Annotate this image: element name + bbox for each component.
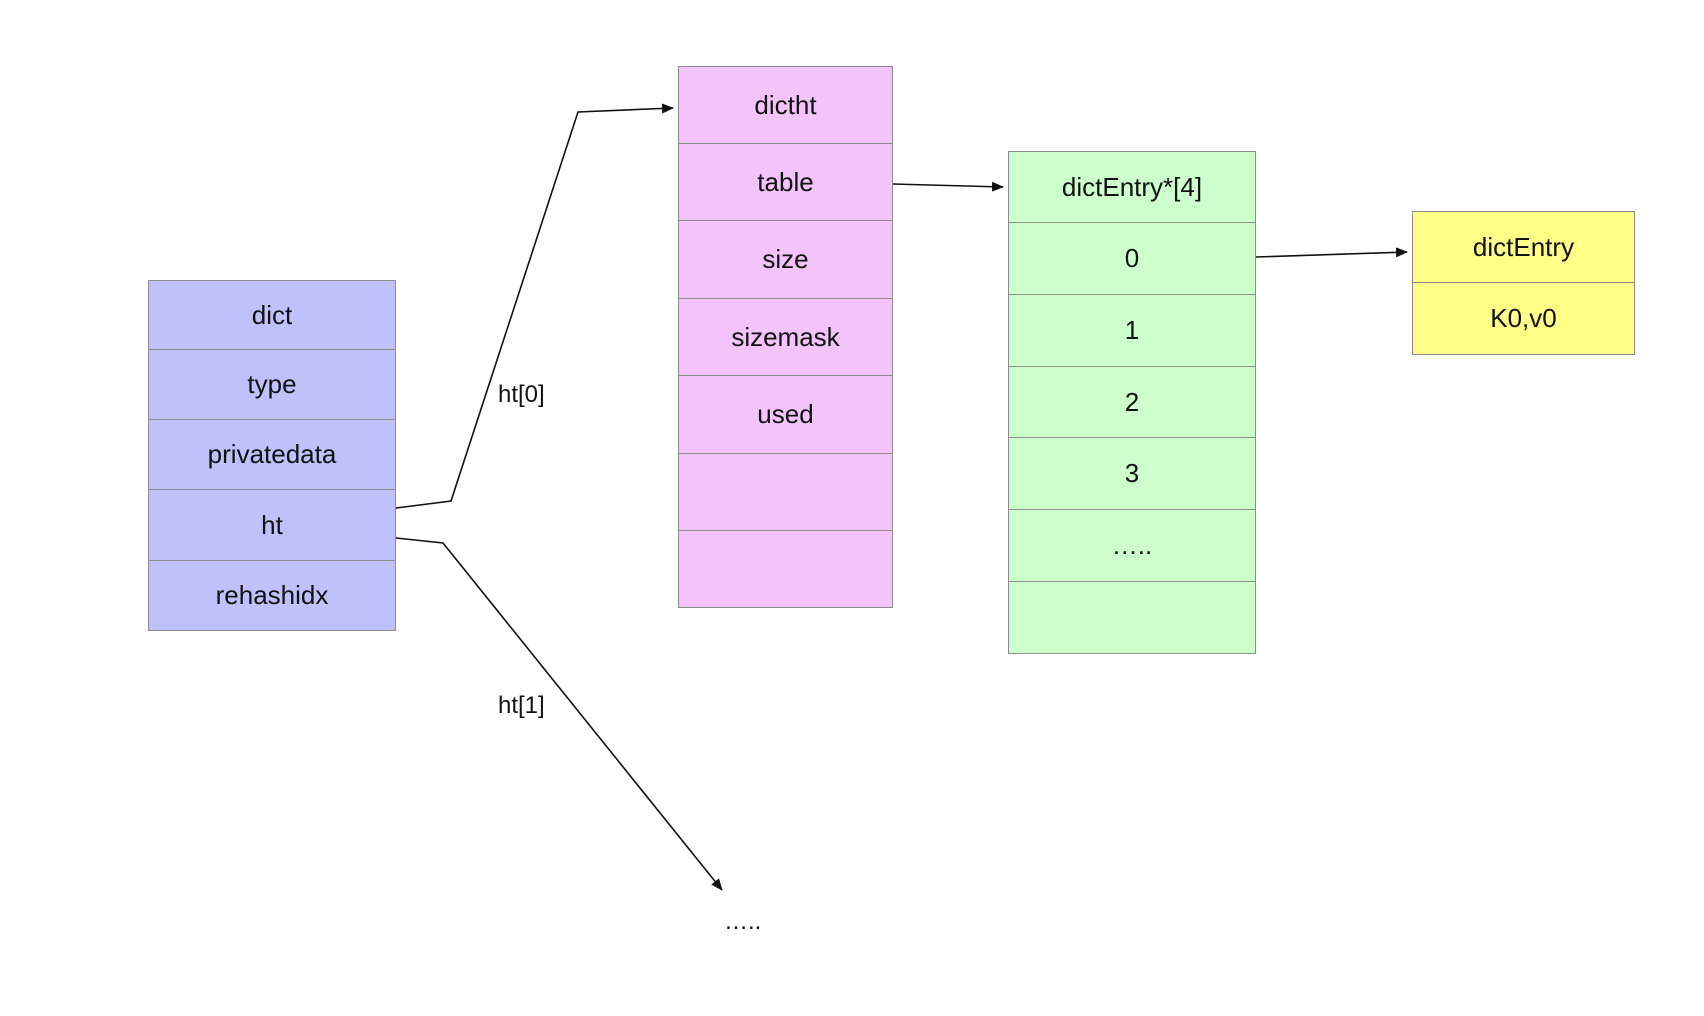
- dict-entry-node: dictEntry K0,v0: [1412, 211, 1635, 355]
- ht1-ellipsis: …..: [724, 908, 762, 935]
- dict-entry-header: dictEntry: [1412, 211, 1635, 283]
- entry-table-slot-3: 3: [1008, 438, 1256, 510]
- dictht-field-size: size: [678, 221, 893, 299]
- entry-table-slot-0: 0: [1008, 223, 1256, 295]
- ht1-pointer-arrow: [395, 537, 723, 891]
- dictht-field-empty: [678, 454, 893, 531]
- dict-field-rehashidx: rehashidx: [148, 561, 396, 631]
- table-pointer-arrow: [892, 181, 1004, 192]
- entry-table-slot-2: 2: [1008, 367, 1256, 438]
- dictht-field-used: used: [678, 376, 893, 454]
- dict-field-type: type: [148, 350, 396, 420]
- dictht-field-table: table: [678, 144, 893, 221]
- dictht-field-empty: [678, 531, 893, 608]
- dictht-field-sizemask: sizemask: [678, 299, 893, 376]
- entry-table: dictEntry*[4] 0 1 2 3 …..: [1008, 151, 1256, 654]
- dictht-header: dictht: [678, 66, 893, 144]
- entry-table-slot-empty: [1008, 582, 1256, 654]
- dict-header: dict: [148, 280, 396, 350]
- dict-struct: dict type privatedata ht rehashidx: [148, 280, 396, 631]
- entry-table-slot-more: …..: [1008, 510, 1256, 582]
- entry-table-slot-1: 1: [1008, 295, 1256, 367]
- ht1-label: ht[1]: [498, 692, 545, 719]
- slot0-pointer-arrow: [1255, 247, 1408, 258]
- dict-entry-kv: K0,v0: [1412, 283, 1635, 355]
- entry-table-header: dictEntry*[4]: [1008, 151, 1256, 223]
- ht0-label: ht[0]: [498, 381, 545, 408]
- dict-field-privatedata: privatedata: [148, 420, 396, 490]
- dictht-struct: dictht table size sizemask used: [678, 66, 893, 608]
- ht0-pointer-arrow: [395, 103, 674, 509]
- dict-field-ht: ht: [148, 490, 396, 561]
